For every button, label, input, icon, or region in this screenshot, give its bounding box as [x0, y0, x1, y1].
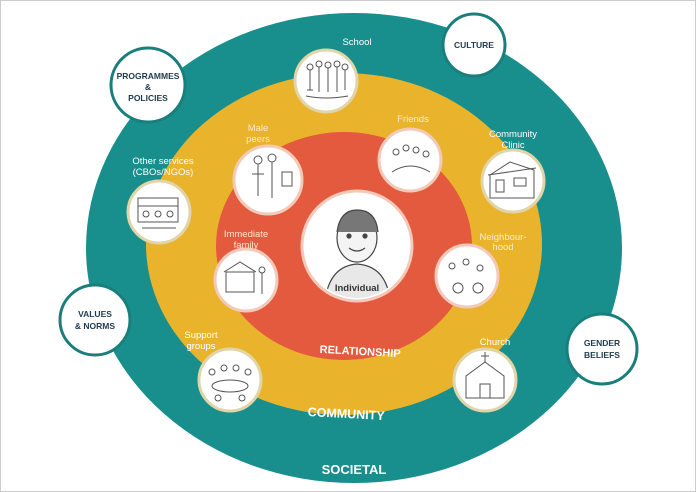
clinic-label-2: Clinic	[501, 140, 524, 151]
clinic-node: Community Clinic	[480, 129, 546, 214]
support-groups-illustration	[208, 364, 252, 402]
gender-beliefs-circle: GENDER BELIEFS	[565, 312, 639, 386]
societal-label: SOCIETAL	[322, 462, 387, 477]
values-text: VALUES	[78, 309, 112, 319]
relationship-label: RELATIONSHIP	[319, 344, 401, 360]
immediate-family-node: Immediate family	[213, 229, 279, 313]
values-norms-circle: VALUES & NORMS	[58, 283, 132, 357]
other-label-2: (CBOs/NGOs)	[133, 167, 194, 178]
gender-text: GENDER	[584, 338, 620, 348]
school-illustration	[305, 60, 349, 99]
friends-illustration	[391, 144, 431, 173]
family-label-1: Immediate	[224, 229, 268, 240]
other-label-1: Other services	[132, 156, 193, 167]
school-node: School	[293, 37, 372, 114]
male-label-1: Male	[248, 123, 269, 134]
community-label: COMMUNITY	[307, 405, 385, 423]
neighbour-label-1: Neighbour-	[480, 232, 527, 243]
clinic-illustration	[487, 161, 537, 199]
individual-portrait-illustration	[324, 209, 391, 298]
policies-text: POLICIES	[128, 93, 168, 103]
clinic-label-1: Community	[489, 129, 537, 140]
individual-label: Individual	[335, 283, 379, 294]
neighbourhood-illustration	[448, 258, 484, 294]
programmes-text: PROGRAMMES	[117, 71, 180, 81]
immediate-family-illustration	[223, 261, 266, 294]
amp-text: &	[145, 82, 151, 92]
other-services-node: Other services (CBOs/NGOs)	[126, 156, 194, 245]
support-label-1: Support	[184, 330, 218, 341]
individual-node: Individual	[300, 189, 414, 303]
church-label: Church	[480, 337, 511, 348]
friends-node: Friends	[377, 114, 443, 193]
beliefs-text: BELIEFS	[584, 350, 620, 360]
school-label: School	[342, 37, 371, 48]
culture-text: CULTURE	[454, 40, 494, 50]
male-peers-node: Male peers	[232, 123, 304, 216]
other-services-illustration	[137, 197, 179, 229]
friends-label: Friends	[397, 114, 429, 125]
programmes-policies-circle: PROGRAMMES & POLICIES	[109, 46, 187, 124]
support-groups-node: Support groups	[184, 330, 263, 413]
norms-text: & NORMS	[75, 321, 115, 331]
culture-circle: CULTURE	[441, 12, 507, 78]
support-label-2: groups	[186, 341, 215, 352]
male-label-2: peers	[246, 134, 270, 145]
church-illustration	[465, 352, 505, 399]
family-label-2: family	[234, 240, 259, 251]
neighbour-label-2: hood	[492, 242, 513, 253]
neighbourhood-node: Neighbour- hood	[434, 232, 527, 309]
male-peers-illustration	[252, 153, 293, 198]
church-node: Church	[452, 337, 518, 413]
